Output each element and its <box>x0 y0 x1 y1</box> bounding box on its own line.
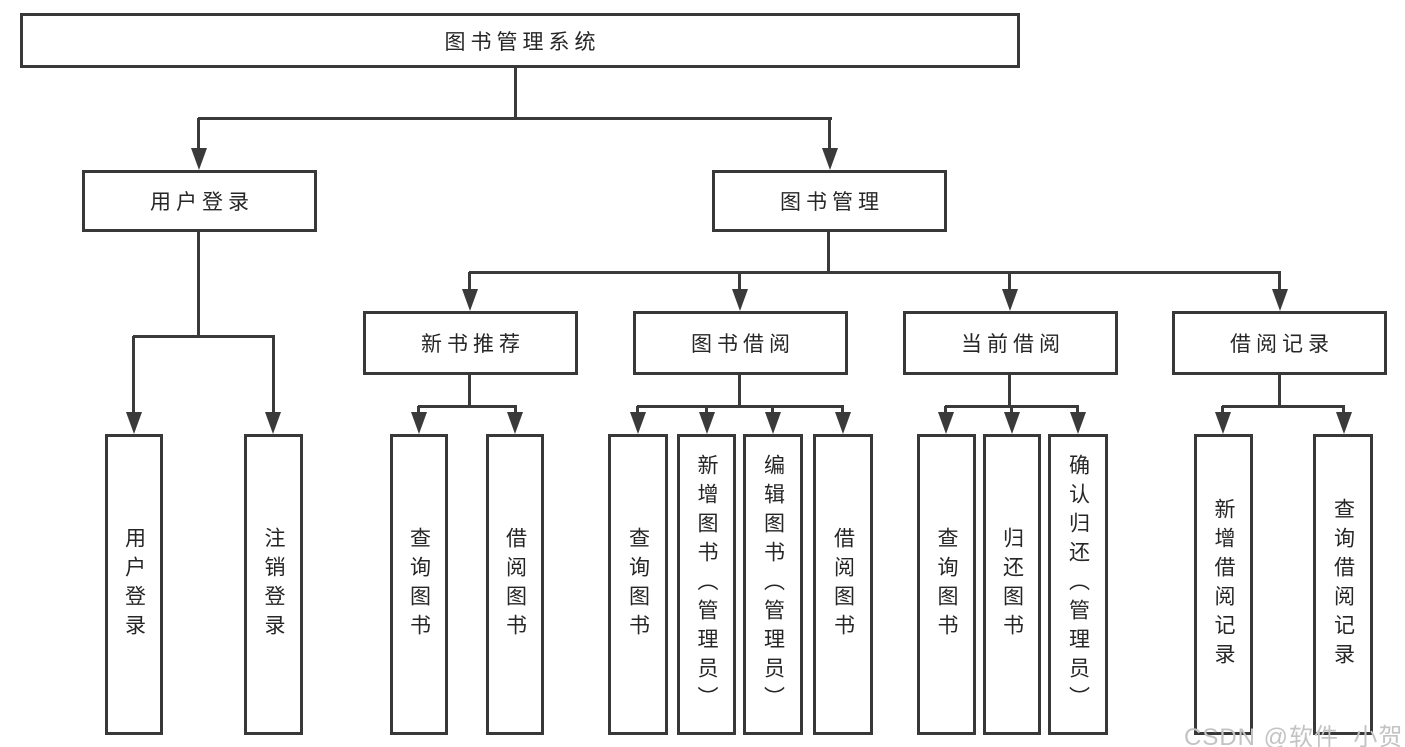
node-current-borrow: 当前借阅 <box>903 311 1118 375</box>
node-label: 用户登录 <box>122 526 146 643</box>
arrow-down-icon <box>1002 289 1018 311</box>
connector-line <box>828 118 831 152</box>
node-borrow-record: 借阅记录 <box>1172 311 1387 375</box>
leaf-logout: 注销登录 <box>244 434 303 735</box>
arrow-down-icon <box>822 148 838 170</box>
node-label: 注销登录 <box>262 526 285 643</box>
connector-line <box>771 406 774 416</box>
arrow-down-icon <box>191 148 207 170</box>
connector-line <box>1010 406 1013 416</box>
connector-line <box>198 117 832 120</box>
arrow-down-icon <box>630 412 646 434</box>
connector-line <box>1278 272 1281 293</box>
connector-line <box>738 375 741 406</box>
connector-line <box>636 406 639 416</box>
node-book-borrow: 图书借阅 <box>633 311 848 375</box>
leaf-newbook-borrow-books: 借阅图书 <box>486 434 544 735</box>
connector-line <box>417 406 420 416</box>
arrow-down-icon <box>1004 412 1020 434</box>
arrow-down-icon <box>462 289 478 311</box>
node-label: 新书推荐 <box>421 333 525 356</box>
arrow-down-icon <box>1272 289 1288 311</box>
node-root: 图书管理系统 <box>20 13 1020 68</box>
connector-line <box>1342 406 1345 416</box>
leaf-current-return-books: 归还图书 <box>983 434 1041 735</box>
connector-line <box>637 405 844 408</box>
node-user-login: 用户登录 <box>82 170 317 232</box>
connector-line <box>827 232 830 272</box>
node-new-book-recommend: 新书推荐 <box>363 311 578 375</box>
connector-line <box>1278 375 1281 406</box>
connector-line <box>468 375 471 406</box>
node-label: 借阅图书 <box>831 526 855 643</box>
arrow-down-icon <box>265 412 281 434</box>
leaf-borrow-edit-books-admin: 编辑图书（管理员） <box>743 434 803 735</box>
connector-line <box>738 272 741 293</box>
node-label: 图书管理 <box>780 191 884 214</box>
arrow-down-icon <box>1215 412 1231 434</box>
connector-line <box>418 405 517 408</box>
arrow-down-icon <box>507 412 523 434</box>
connector-line <box>197 232 200 336</box>
node-label: 新增借阅记录 <box>1212 497 1235 672</box>
node-label: 借阅图书 <box>503 526 527 643</box>
node-label: 查询图书 <box>935 526 958 643</box>
arrow-down-icon <box>938 412 954 434</box>
node-label: 用户登录 <box>150 191 254 214</box>
leaf-current-confirm-return-admin: 确认归还（管理员） <box>1048 434 1108 735</box>
connector-line <box>468 272 471 293</box>
connector-line <box>944 406 947 416</box>
connector-line <box>272 336 275 416</box>
connector-line <box>132 336 135 416</box>
arrow-down-icon <box>1070 412 1086 434</box>
connector-line <box>514 68 517 118</box>
connector-line <box>197 118 200 152</box>
connector-line <box>1008 375 1011 406</box>
leaf-borrow-query-books: 查询图书 <box>608 434 668 735</box>
arrow-down-icon <box>126 412 142 434</box>
connector-line <box>1076 406 1079 416</box>
connector-line <box>1008 272 1011 293</box>
connector-line <box>705 406 708 416</box>
leaf-borrow-add-books-admin: 新增图书（管理员） <box>677 434 736 735</box>
csdn-watermark: CSDN @软件_小贺同学 <box>1184 724 1405 747</box>
node-label: 当前借阅 <box>961 333 1065 356</box>
node-label: 图书借阅 <box>691 333 795 356</box>
node-label: 确认归还（管理员） <box>1066 454 1090 715</box>
leaf-user-login: 用户登录 <box>105 434 163 735</box>
leaf-newbook-query-books: 查询图书 <box>390 434 448 735</box>
leaf-record-add-borrow-record: 新增借阅记录 <box>1194 434 1253 735</box>
leaf-record-query-borrow-record: 查询借阅记录 <box>1313 434 1373 735</box>
connector-line <box>841 406 844 416</box>
arrow-down-icon <box>732 289 748 311</box>
node-label: 图书管理系统 <box>444 30 601 54</box>
node-label: 查询借阅记录 <box>1331 497 1355 672</box>
node-label: 新增图书（管理员） <box>695 454 718 715</box>
leaf-borrow-borrow-books: 借阅图书 <box>813 434 873 735</box>
arrow-down-icon <box>835 412 851 434</box>
node-label: 编辑图书（管理员） <box>761 454 785 715</box>
arrow-down-icon <box>699 412 715 434</box>
node-label: 借阅记录 <box>1230 333 1334 356</box>
connector-line <box>469 271 1281 274</box>
arrow-down-icon <box>411 412 427 434</box>
connector-line <box>1221 406 1224 416</box>
leaf-current-query-books: 查询图书 <box>917 434 976 735</box>
connector-line <box>514 406 517 416</box>
connector-line <box>1222 405 1345 408</box>
arrow-down-icon <box>765 412 781 434</box>
node-book-management: 图书管理 <box>712 170 947 232</box>
node-label: 归还图书 <box>1000 526 1024 643</box>
node-label: 查询图书 <box>626 526 650 643</box>
node-label: 查询图书 <box>407 526 431 643</box>
arrow-down-icon <box>1336 412 1352 434</box>
connector-line <box>133 335 275 338</box>
